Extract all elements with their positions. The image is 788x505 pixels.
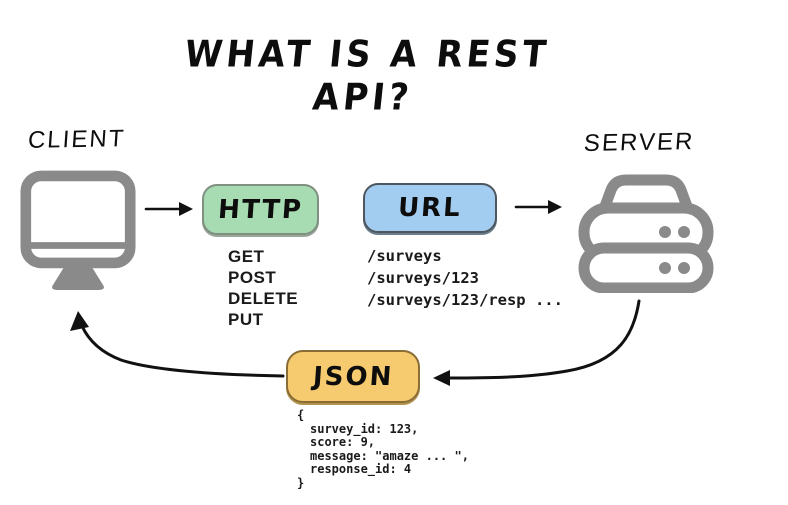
json-badge: JSON	[286, 350, 420, 403]
http-methods-list: GET POST DELETE PUT	[228, 246, 298, 330]
http-method: GET	[228, 247, 265, 266]
arrow-url-to-server-icon	[514, 200, 562, 214]
monitor-icon	[20, 170, 136, 290]
http-method: DELETE	[228, 289, 299, 308]
url-path: /surveys/123	[367, 269, 479, 287]
url-badge: URL	[363, 183, 497, 233]
arrow-server-to-json-icon	[433, 299, 641, 386]
arrow-client-to-http-icon	[144, 202, 193, 216]
arrow-json-to-client-icon	[70, 311, 285, 378]
url-path: /surveys/123/resp ...	[367, 291, 563, 309]
json-response-code: { survey_id: 123, score: 9, message: "am…	[297, 408, 469, 490]
http-method: PUT	[228, 310, 264, 329]
json-code-line: response_id: 4	[310, 462, 412, 476]
http-badge-label: HTTP	[216, 194, 304, 225]
json-code-line: survey_id: 123,	[310, 421, 419, 436]
http-badge: HTTP	[202, 184, 319, 235]
json-badge-label: JSON	[311, 361, 395, 392]
server-icon	[578, 174, 714, 293]
json-code-line: score: 9,	[310, 435, 376, 449]
json-code-line: }	[297, 475, 305, 490]
url-badge-label: URL	[397, 193, 463, 223]
json-code-line: {	[297, 408, 305, 422]
json-code-line: message: "amaze ... ",	[310, 448, 469, 463]
url-paths-list: /surveys /surveys/123 /surveys/123/resp …	[367, 245, 563, 311]
url-path: /surveys	[367, 247, 442, 265]
http-method: POST	[228, 268, 277, 287]
